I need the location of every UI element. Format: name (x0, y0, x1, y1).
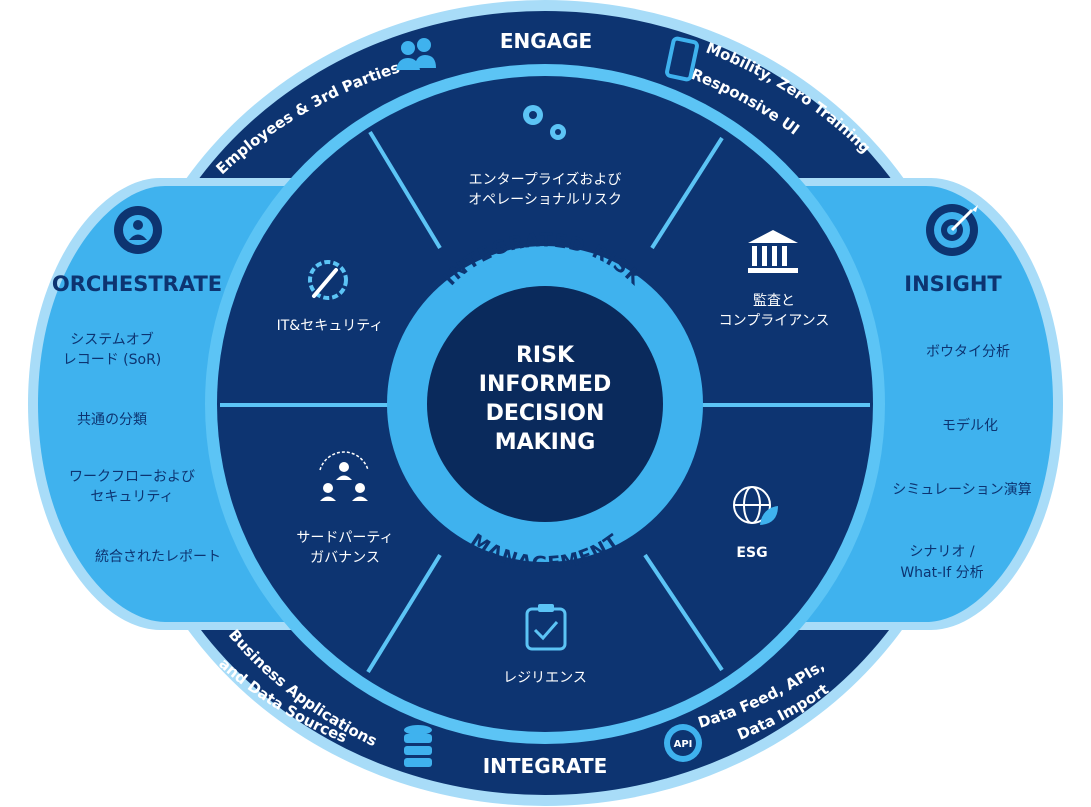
target-icon (926, 204, 978, 256)
clipboard-check-icon (525, 604, 567, 651)
segment-thirdparty: サードパーティ ガバナンス (296, 451, 394, 566)
segment-esg: ESG (733, 486, 778, 561)
wrench-gear-icon (308, 260, 348, 300)
thirdparty-line2: ガバナンス (310, 550, 380, 566)
enterprise-line2: オペレーショナルリスク (468, 192, 622, 208)
enterprise-line1: エンタープライズおよび (469, 172, 622, 188)
insight-item-3: シミュレーション演算 (892, 482, 1031, 498)
bank-icon (748, 230, 798, 273)
resilience-label: レジリエンス (503, 670, 587, 686)
audit-line1: 監査と (753, 292, 795, 309)
orchestrate-title: ORCHESTRATE (52, 272, 222, 296)
mobile-icon (665, 36, 699, 82)
people-icon (396, 38, 436, 70)
integrate-title: INTEGRATE (483, 754, 608, 778)
center-line2: INFORMED (479, 372, 611, 397)
gear-user-icon (114, 206, 162, 254)
globe-leaf-icon (733, 486, 778, 525)
thirdparty-line1: サードパーティ (296, 530, 393, 546)
esg-label: ESG (736, 545, 767, 561)
database-icon (404, 725, 432, 767)
segment-resilience: レジリエンス (503, 604, 587, 686)
it-label: IT&セキュリティ (277, 318, 384, 334)
network-people-icon (319, 451, 369, 501)
center-line3: DECISION (486, 401, 605, 426)
engage-title: ENGAGE (500, 29, 592, 53)
orchestrate-item-1-line2: レコード (SoR) (63, 352, 162, 368)
orchestrate-item-3-line2: セキュリティ (90, 489, 173, 505)
center-line4: MAKING (495, 430, 596, 455)
center-disc (427, 286, 663, 522)
center-line1: RISK (516, 343, 575, 368)
insight-item-2: モデル化 (942, 417, 998, 434)
insight-item-1: ボウタイ分析 (926, 344, 1010, 360)
segment-dividers (220, 130, 870, 674)
orchestrate-item-4: 統合されたレポート (95, 549, 221, 565)
insight-title: INSIGHT (904, 272, 1002, 296)
audit-line2: コンプライアンス (719, 313, 830, 329)
segment-audit: 監査と コンプライアンス (719, 230, 830, 329)
segment-it: IT&セキュリティ (277, 260, 384, 334)
api-badge: API (674, 739, 693, 750)
gears-icon (523, 105, 566, 140)
segment-enterprise: エンタープライズおよび オペレーショナルリスク (468, 105, 622, 208)
insight-item-4-line1: シナリオ / (909, 544, 974, 560)
api-gear-icon: API (664, 724, 702, 762)
orchestrate-item-1-line1: システムオブ (70, 331, 154, 348)
orchestrate-item-3-line1: ワークフローおよび (69, 469, 195, 485)
orchestrate-item-2: 共通の分類 (77, 412, 147, 428)
insight-item-4-line2: What-If 分析 (900, 565, 983, 581)
